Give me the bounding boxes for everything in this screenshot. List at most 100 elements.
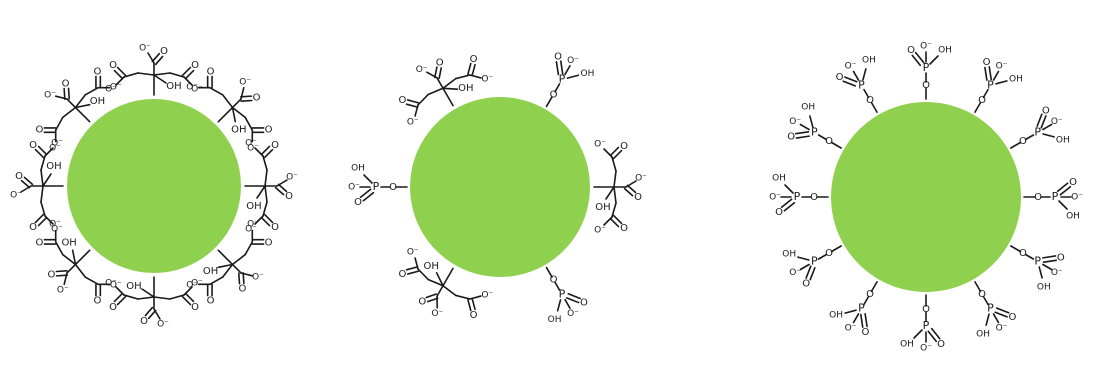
bond-line	[66, 98, 77, 109]
anionic-oxygen: O⁻	[567, 309, 579, 319]
double-bond-line	[425, 293, 438, 299]
oxygen-atom: O	[810, 192, 818, 203]
hydroxyl-group: OH	[1037, 282, 1051, 292]
bond-line	[992, 70, 1000, 81]
bond-line	[974, 281, 982, 293]
double-bond-line	[242, 272, 245, 285]
bond-line	[54, 95, 68, 100]
carbonyl-oxygen: O	[470, 54, 478, 65]
bond-line	[1010, 245, 1022, 253]
double-bond-line	[930, 327, 941, 340]
phosphorus-atom: P	[923, 319, 930, 332]
bond-line	[40, 169, 44, 187]
oxo-atom: O	[1069, 177, 1077, 188]
oxygen-atom: O	[866, 95, 874, 106]
bond-line	[137, 296, 155, 300]
bond-line	[1058, 200, 1068, 210]
bond-line	[40, 201, 46, 217]
phosphorus-atom: P	[1034, 255, 1041, 268]
double-bond-line	[780, 198, 793, 209]
oxo-atom: O	[983, 57, 991, 68]
double-bond-line	[181, 295, 192, 306]
carbonyl-oxygen: O	[271, 222, 279, 233]
anionic-oxygen: O⁻	[157, 320, 169, 330]
bond-line	[611, 156, 617, 172]
anionic-oxygen: O⁻	[247, 143, 259, 153]
phosphorus-atom: P	[987, 78, 994, 91]
carbonyl-oxygen: O	[634, 192, 642, 203]
bond-line	[363, 174, 373, 184]
bond-line	[564, 298, 571, 310]
bond-line	[54, 116, 64, 131]
hydroxyl-group: OH	[231, 124, 246, 135]
phosphorus-atom: P	[923, 61, 930, 74]
carbonyl-oxygen: O	[253, 93, 261, 104]
bond-line	[913, 329, 923, 339]
bond-line	[153, 296, 171, 300]
double-bond-line	[154, 55, 164, 66]
bond-line	[1042, 263, 1053, 271]
bond-line	[455, 74, 471, 80]
double-bond-line	[426, 297, 439, 303]
carbonyl-oxygen: O	[93, 296, 101, 307]
double-bond-line	[23, 176, 34, 186]
phosphorus-atom: P	[373, 180, 380, 193]
hydroxyl-group: OH	[1056, 135, 1070, 145]
double-bond-line	[612, 214, 623, 225]
phosphorus-atom: P	[559, 287, 566, 300]
double-bond-line	[406, 99, 420, 104]
bond-line	[123, 294, 139, 300]
double-bond-line	[1059, 185, 1072, 196]
bond-line	[169, 72, 185, 78]
double-bond-line	[37, 216, 48, 227]
double-bond-line	[151, 52, 161, 63]
double-bond-line	[783, 201, 796, 212]
bond-line	[417, 93, 429, 106]
hydroxyl-group: OH	[900, 340, 914, 350]
bond-line	[254, 147, 264, 157]
hydroxyl-group: OH	[938, 46, 952, 56]
bond-line	[442, 284, 457, 297]
double-bond-line	[467, 298, 472, 312]
bond-line	[217, 106, 234, 123]
bond-line	[42, 173, 52, 187]
bond-line	[427, 87, 444, 96]
bond-line	[1024, 253, 1035, 260]
carbonyl-oxygen: O	[140, 316, 148, 327]
anionic-oxygen: O⁻	[51, 139, 63, 149]
phosphorus-atom: P	[559, 73, 566, 86]
bond-line	[436, 77, 444, 90]
bond-line	[1038, 266, 1043, 279]
double-bond-line	[438, 67, 443, 80]
double-bond-line	[434, 66, 438, 79]
anionic-oxygen: O⁻	[416, 65, 428, 75]
bond-line	[240, 272, 254, 277]
oxo-atom: O	[1057, 253, 1065, 264]
double-bond-line	[237, 272, 241, 285]
anionic-oxygen: O⁻	[105, 279, 117, 289]
bond-line	[61, 106, 77, 119]
double-bond-line	[1042, 255, 1057, 259]
bond-line	[74, 106, 91, 123]
hydroxyl-group: OH	[1009, 75, 1023, 85]
double-bond-line	[116, 295, 127, 306]
bond-line	[545, 266, 553, 278]
bond-line	[40, 185, 44, 203]
anionic-oxygen: O⁻	[594, 226, 606, 236]
bond-line	[66, 263, 77, 274]
anionic-oxygen: O⁻	[635, 174, 647, 184]
bond-line	[863, 88, 870, 99]
anionic-oxygen: O⁻	[247, 220, 259, 230]
anionic-oxygen: O⁻	[105, 85, 117, 95]
carbonyl-oxygen: O	[207, 66, 215, 77]
bond-line	[830, 245, 842, 253]
